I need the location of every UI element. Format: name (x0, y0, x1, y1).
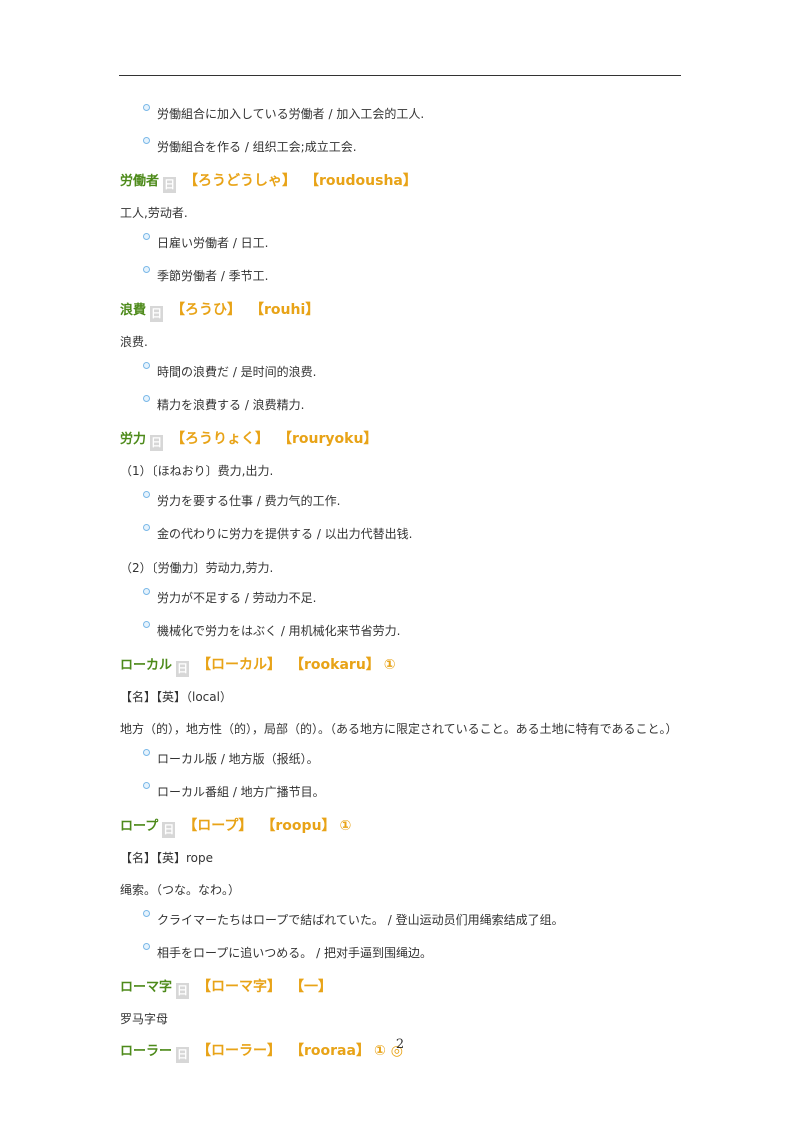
bullet-icon (143, 491, 150, 498)
entry-header: 労力日【ろうりょく】【rouryoku】 (120, 423, 700, 455)
bullet-icon (143, 781, 150, 789)
example-text: 金の代わりに労力を提供する / 以出力代替出钱. (157, 526, 413, 541)
definition-line: 【名】【英】rope (120, 851, 214, 865)
entry-word: 浪費 (120, 303, 147, 318)
entry-romaji: 【roudousha】 (312, 173, 417, 189)
entry-reading: 【ろうどうしゃ】 (184, 173, 297, 189)
entry-reading: 【ロープ】 (183, 818, 253, 834)
japanese-badge-icon: 日 (150, 435, 164, 451)
example-text: 相手をロープに追いつめる。 / 把对手逼到围绳边。 (157, 945, 432, 960)
bullet-icon (143, 104, 150, 111)
definition-line: 【名】【英】（local） (120, 690, 232, 704)
bullet-icon (143, 588, 150, 595)
example-text: 労力が不足する / 劳动力不足. (157, 591, 317, 605)
japanese-badge-icon: 日 (150, 306, 164, 322)
entry-header: ローマ字日【ローマ字】【一】 (120, 971, 700, 1003)
example-text: ローカル番組 / 地方广播节目。 (157, 784, 325, 799)
example-line: ローカル番組 / 地方广播节目。 (120, 778, 700, 811)
example-text: クライマーたちはロープで結ばれていた。 / 登山运动员们用绳索结成了组。 (157, 913, 564, 927)
bullet-icon (143, 362, 150, 369)
example-line: 金の代わりに労力を提供する / 以出力代替出钱. (120, 520, 700, 553)
example-line: 労力が不足する / 劳动力不足. (120, 584, 700, 617)
example-line: 労力を要する仕事 / 费力气的工作. (120, 487, 700, 520)
entry-header: 浪費日【ろうひ】【rouhi】 (120, 294, 700, 326)
dictionary-page: 労働組合に加入している労働者 / 加入工会的工人. 労働組合を作る / 组织工会… (120, 100, 700, 1067)
definition-line: 工人,劳动者. (120, 206, 188, 220)
entry-header: ローラー日【ローラー】【rooraa】① ◎ (120, 1035, 700, 1067)
entry-reading: 【ろうりょく】 (171, 431, 270, 447)
definition-line: 地方（的），地方性（的），局部（的）。（ある地方に限定されていること。ある土地に… (120, 722, 678, 736)
japanese-badge-icon: 日 (176, 1047, 190, 1063)
example-text: 機械化で労力をはぶく / 用机械化来节省劳力. (157, 623, 401, 638)
example-line: 時間の浪費だ / 是时间的浪费. (120, 358, 700, 391)
example-text: 季節労働者 / 季节工. (157, 268, 269, 283)
example-line: 機械化で労力をはぶく / 用机械化来节省劳力. (120, 617, 700, 650)
bullet-icon (143, 265, 150, 273)
example-line: 相手をロープに追いつめる。 / 把对手逼到围绳边。 (120, 939, 700, 972)
bullet-icon (143, 233, 150, 240)
entry-romaji: 【roopu】 (268, 818, 336, 834)
entry-word: 労働者 (120, 174, 160, 189)
entry-word: ローラー (120, 1044, 173, 1059)
entry-tone: ① (383, 657, 396, 673)
japanese-badge-icon: 日 (162, 822, 176, 838)
example-text: 精力を浪費する / 浪费精力. (157, 397, 305, 412)
entry-reading: 【ローカル】 (197, 657, 282, 673)
japanese-badge-icon: 日 (176, 983, 190, 999)
example-line: 労働組合に加入している労働者 / 加入工会的工人. (120, 100, 700, 133)
bullet-icon (143, 620, 150, 628)
entry-header: ローカル日【ローカル】【rookaru】① (120, 649, 700, 681)
entry-word: ローマ字 (120, 980, 173, 995)
definition-line: 罗马字母 (120, 1012, 169, 1026)
example-text: 時間の浪費だ / 是时间的浪费. (157, 365, 317, 379)
definition-line: （2）〔労働力〕劳动力,劳力. (120, 561, 274, 575)
entry-word: ローカル (120, 658, 173, 673)
entry-tone: ① (339, 818, 352, 834)
bullet-icon (143, 394, 150, 402)
entry-reading: 【ろうひ】 (171, 302, 242, 318)
example-line: 季節労働者 / 季节工. (120, 262, 700, 295)
entry-romaji: 【rouryoku】 (285, 431, 378, 447)
entry-romaji: 【rouhi】 (257, 302, 320, 318)
page-number: 2 (395, 1037, 405, 1052)
entry-header: ロープ日【ロープ】【roopu】① (120, 810, 700, 842)
example-text: ローカル版 / 地方版（报纸）。 (157, 752, 319, 766)
bullet-icon (143, 749, 150, 756)
example-line: クライマーたちはロープで結ばれていた。 / 登山运动员们用绳索结成了组。 (120, 906, 700, 939)
bullet-icon (143, 523, 150, 531)
example-text: 労力を要する仕事 / 费力气的工作. (157, 494, 341, 508)
example-line: 労働組合を作る / 组织工会;成立工会. (120, 133, 700, 166)
japanese-badge-icon: 日 (163, 177, 177, 193)
bullet-icon (143, 136, 150, 144)
entry-romaji: 【rooraa】 (297, 1043, 370, 1059)
entry-word: 労力 (120, 432, 147, 447)
japanese-badge-icon: 日 (176, 661, 190, 677)
definition-line: 绳索。（つな。なわ。） (120, 883, 241, 897)
entry-romaji: 【rookaru】 (297, 657, 380, 673)
example-text: 日雇い労働者 / 日工. (157, 236, 269, 250)
example-line: 精力を浪費する / 浪费精力. (120, 391, 700, 424)
example-text: 労働組合を作る / 组织工会;成立工会. (157, 139, 357, 154)
example-line: ローカル版 / 地方版（报纸）。 (120, 745, 700, 778)
definition-line: （1）〔ほねおり〕费力,出力. (120, 464, 274, 478)
definition-line: 浪费. (120, 335, 148, 349)
entry-reading: 【ローマ字】 (197, 979, 282, 995)
entry-romaji: 【一】 (297, 979, 333, 995)
header-rule (119, 75, 681, 76)
bullet-icon (143, 942, 150, 950)
entry-header: 労働者日【ろうどうしゃ】【roudousha】 (120, 165, 700, 197)
entry-word: ロープ (120, 819, 159, 834)
example-text: 労働組合に加入している労働者 / 加入工会的工人. (157, 107, 425, 121)
example-line: 日雇い労働者 / 日工. (120, 229, 700, 262)
entry-tone: ① ◎ (373, 1043, 403, 1059)
entry-reading: 【ローラー】 (197, 1043, 282, 1059)
bullet-icon (143, 910, 150, 917)
